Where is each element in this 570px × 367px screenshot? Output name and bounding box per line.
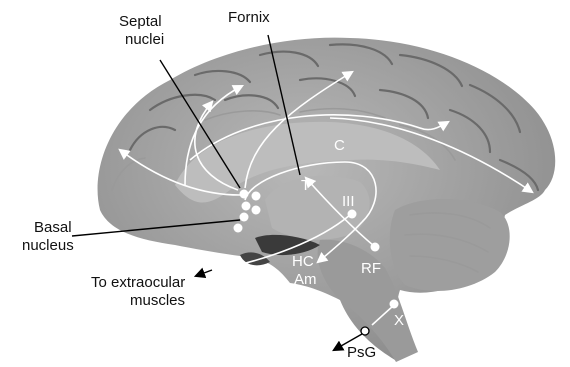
oculomotor-nucleus-cell <box>348 210 357 219</box>
cerebellum-shape <box>390 199 510 291</box>
label-septal-nuclei-line2: nuclei <box>125 31 164 48</box>
basal-forebrain-cell <box>242 202 251 211</box>
label-rf: RF <box>361 260 381 277</box>
label-to-extraocular-line2: muscles <box>130 292 185 309</box>
basal-forebrain-cell <box>240 213 249 222</box>
basal-forebrain-cell <box>252 192 261 201</box>
basal-forebrain-cell <box>240 190 249 199</box>
vagus-nucleus-cell <box>390 300 399 309</box>
basal-forebrain-cell <box>252 206 261 215</box>
label-to-extraocular-line1: To extraocular <box>91 274 185 291</box>
label-basal-nucleus-line1: Basal <box>34 219 72 236</box>
label-fornix: Fornix <box>228 9 270 26</box>
label-hc: HC <box>292 253 314 270</box>
label-c: C <box>334 137 345 154</box>
label-basal-nucleus-line2: nucleus <box>22 237 74 254</box>
extraocular-arrowhead <box>196 270 212 276</box>
label-septal-nuclei-line1: Septal <box>119 13 162 30</box>
parasympathetic-ganglion-cell <box>361 327 369 335</box>
label-am: Am <box>294 271 317 288</box>
label-iii: III <box>342 193 355 210</box>
reticular-formation-cell <box>371 243 380 252</box>
basal-forebrain-cell <box>234 224 243 233</box>
label-t: T <box>301 177 310 194</box>
label-x: X <box>394 312 404 329</box>
label-psg: PsG <box>347 344 376 361</box>
